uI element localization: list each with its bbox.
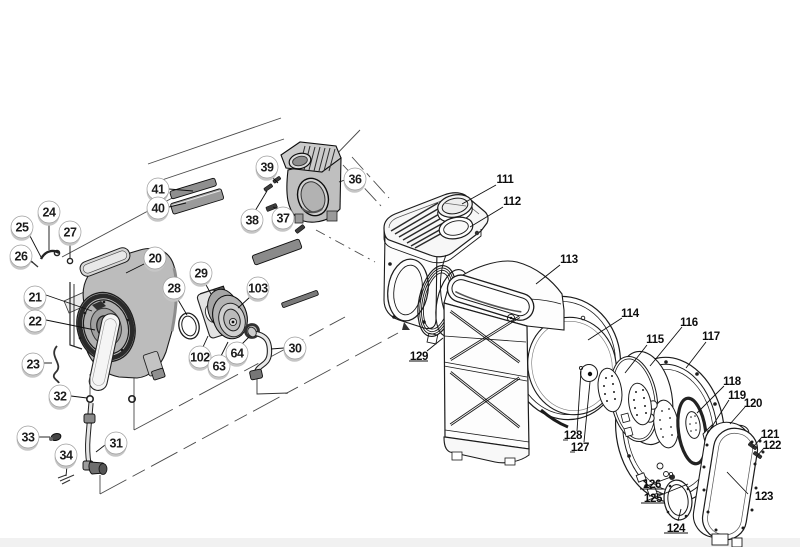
svg-text:118: 118 <box>723 376 742 388</box>
svg-text:117: 117 <box>702 331 720 343</box>
svg-text:25: 25 <box>15 220 29 234</box>
svg-text:123: 123 <box>755 491 773 503</box>
svg-text:27: 27 <box>63 225 77 239</box>
svg-text:111: 111 <box>496 174 514 186</box>
svg-text:102: 102 <box>190 350 210 364</box>
svg-text:40: 40 <box>151 201 165 215</box>
svg-text:128: 128 <box>564 430 583 442</box>
svg-text:120: 120 <box>744 398 762 410</box>
svg-text:126: 126 <box>643 479 661 491</box>
svg-text:34: 34 <box>59 448 73 462</box>
svg-text:115: 115 <box>646 334 665 346</box>
svg-text:121: 121 <box>761 429 780 441</box>
svg-text:112: 112 <box>503 196 521 208</box>
svg-text:127: 127 <box>571 442 589 454</box>
svg-text:32: 32 <box>53 389 67 403</box>
svg-text:116: 116 <box>680 317 698 329</box>
svg-text:39: 39 <box>260 160 274 174</box>
svg-text:31: 31 <box>109 436 123 450</box>
svg-text:29: 29 <box>194 266 208 280</box>
svg-text:125: 125 <box>644 493 663 505</box>
svg-text:119: 119 <box>728 390 746 402</box>
svg-text:113: 113 <box>560 254 578 266</box>
svg-text:129: 129 <box>410 351 428 363</box>
svg-text:22: 22 <box>28 314 42 328</box>
svg-text:38: 38 <box>245 213 259 227</box>
svg-text:36: 36 <box>348 172 362 186</box>
svg-text:24: 24 <box>42 205 56 219</box>
svg-text:23: 23 <box>26 357 40 371</box>
svg-text:33: 33 <box>21 430 35 444</box>
svg-text:37: 37 <box>276 211 290 225</box>
svg-text:103: 103 <box>248 281 268 295</box>
svg-text:26: 26 <box>14 249 28 263</box>
svg-text:63: 63 <box>212 359 226 373</box>
svg-text:64: 64 <box>230 346 244 360</box>
svg-text:41: 41 <box>151 182 165 196</box>
svg-text:21: 21 <box>28 290 42 304</box>
svg-text:114: 114 <box>621 308 640 320</box>
svg-text:122: 122 <box>763 440 781 452</box>
svg-text:20: 20 <box>148 251 162 265</box>
svg-text:124: 124 <box>667 523 686 535</box>
svg-text:30: 30 <box>288 341 302 355</box>
svg-text:28: 28 <box>167 281 181 295</box>
